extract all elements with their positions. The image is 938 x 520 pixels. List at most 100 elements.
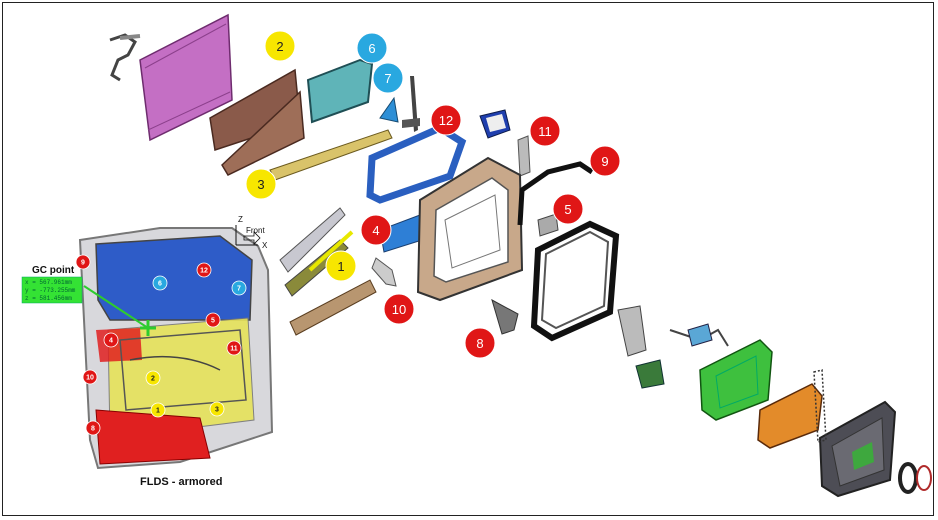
axis-x-label: X (262, 241, 268, 250)
quarter-glass (379, 96, 399, 123)
door-glass (306, 58, 374, 124)
callout-circle (430, 104, 462, 136)
callout-number: 12 (200, 268, 208, 275)
callout-s2: 2 (145, 370, 161, 386)
callout-circle (209, 401, 225, 417)
callout-s3: 3 (209, 401, 225, 417)
callout-s8: 8 (85, 420, 101, 436)
callout-circle (103, 332, 119, 348)
callout-circle (325, 250, 357, 282)
callout-circle (75, 254, 91, 270)
callout-number: 8 (91, 426, 95, 433)
callout-circle (245, 168, 277, 200)
callout-circle (152, 275, 168, 291)
callout-number: 7 (384, 71, 391, 86)
callout-s7: 7 (231, 280, 247, 296)
small-callout-group: 9 6 12 7 5 4 11 10 2 1 3 8 (75, 254, 247, 436)
door-seal (530, 220, 620, 342)
axis-z-label: Z (238, 215, 243, 224)
assembled-door (78, 227, 274, 470)
window-regulator (617, 305, 729, 389)
callout-group: 2 3 67 12 11 9 41 5 10 8 (245, 30, 621, 359)
callout-number: 11 (538, 124, 552, 139)
speaker-grille (898, 462, 932, 494)
callout-circle (145, 370, 161, 386)
mirror-bracket (517, 135, 531, 177)
front-arrow-icon (243, 231, 261, 245)
callout-circle (226, 340, 242, 356)
callout-number: 9 (81, 260, 85, 267)
callout-number: 8 (476, 336, 483, 351)
callout-10: 10 (383, 293, 415, 325)
hinge-bracket (371, 257, 397, 287)
callout-s11: 11 (226, 340, 242, 356)
callout-s4: 4 (103, 332, 119, 348)
gc-coordinates-box (21, 276, 83, 304)
callout-number: 1 (156, 408, 160, 415)
diagram-caption: FLDS - armored (140, 476, 223, 488)
callout-circle (529, 115, 561, 147)
callout-number: 9 (601, 154, 608, 169)
callout-number: 3 (215, 407, 219, 414)
gc-coord-x: x = 567.961mm (25, 279, 72, 286)
callout-6: 6 (356, 32, 388, 64)
callout-5: 5 (552, 193, 584, 225)
callout-circle (150, 402, 166, 418)
callout-7: 7 (372, 62, 404, 94)
gc-coord-y: y = -773.255mm (25, 287, 76, 294)
door-trim-panel (818, 400, 897, 498)
callout-11: 11 (529, 115, 561, 147)
gc-coord-z: z = 581.456mm (25, 295, 72, 302)
callout-circle (85, 420, 101, 436)
callout-number: 11 (230, 346, 238, 353)
callout-number: 7 (237, 286, 241, 293)
axis-front-label: Front (246, 226, 265, 235)
callout-circle (464, 327, 496, 359)
callout-9: 9 (589, 145, 621, 177)
callout-circle (383, 293, 415, 325)
callout-number: 6 (368, 41, 375, 56)
callout-number: 5 (211, 318, 215, 325)
division-bar (402, 76, 420, 132)
callout-s1: 1 (150, 402, 166, 418)
callout-number: 4 (109, 338, 113, 345)
door-module-carrier (699, 339, 773, 421)
callout-number: 3 (257, 177, 264, 192)
callout-s10: 10 (82, 369, 98, 385)
latch-reinforcement (537, 213, 559, 237)
callout-circle (589, 145, 621, 177)
callout-circle (205, 312, 221, 328)
callout-circle (360, 214, 392, 246)
glass-run-seal (517, 161, 594, 226)
callout-number: 2 (276, 39, 283, 54)
armrest-panel (757, 383, 823, 449)
callout-3: 3 (245, 168, 277, 200)
callout-circle (552, 193, 584, 225)
callout-circle (372, 62, 404, 94)
callout-circle (196, 262, 212, 278)
callout-number: 12 (439, 113, 453, 128)
orientation-axes: Z Front X (235, 215, 268, 250)
door-inner-frame (416, 156, 524, 302)
callout-s5: 5 (205, 312, 221, 328)
callout-circle (231, 280, 247, 296)
callout-number: 10 (392, 302, 406, 317)
wiring-harness-top (109, 33, 141, 82)
side-mirror (479, 109, 511, 139)
callout-circle (356, 32, 388, 64)
gc-point-title: GC point (32, 265, 75, 276)
callout-number: 10 (86, 375, 94, 382)
lower-reinforcement-strip (289, 279, 377, 336)
callout-circle (82, 369, 98, 385)
callout-s6: 6 (152, 275, 168, 291)
gc-point-marker (83, 285, 156, 336)
callout-number: 6 (158, 281, 162, 288)
callout-circle (264, 30, 296, 62)
callout-s9: 9 (75, 254, 91, 270)
reinforcement-panel-lower (221, 90, 305, 176)
callout-4: 4 (360, 214, 392, 246)
callout-1: 1 (325, 250, 357, 282)
